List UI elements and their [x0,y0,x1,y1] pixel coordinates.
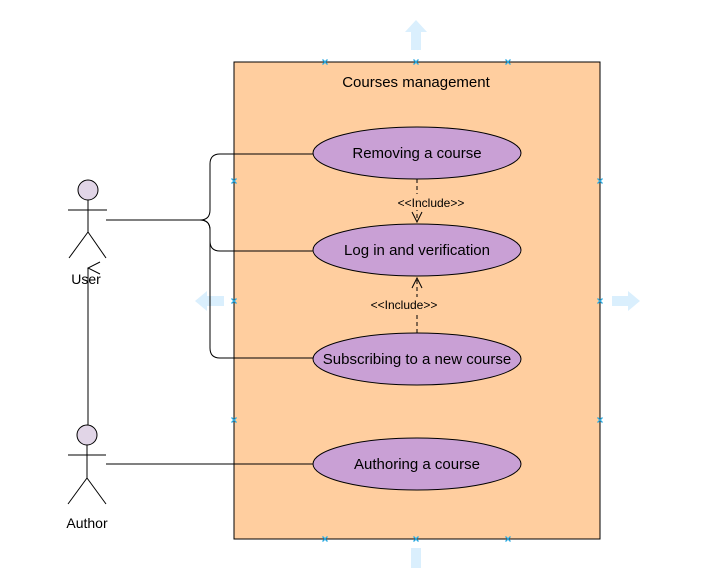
association-user-subscribing[interactable] [106,219,313,359]
x-marker-icon[interactable] [231,178,237,184]
resize-arrow-bottom[interactable] [411,548,421,568]
actor-user-leg-left [68,231,89,259]
actor-user-head [77,179,99,201]
include-label-top: <<Include>> [398,196,465,210]
use-case-removing-shape [312,126,522,180]
x-marker-icon[interactable] [413,59,419,65]
system-title: Courses management [342,74,490,91]
association-user-removing[interactable] [106,153,314,221]
use-case-subscribing-label: Subscribing to a new course [323,351,511,368]
use-case-login-shape [312,223,522,277]
use-case-removing-label: Removing a course [352,145,481,162]
x-marker-icon[interactable] [413,536,419,542]
include-label-bottom: <<Include>> [371,298,438,312]
arrow-icon [411,548,421,568]
use-case-subscribing[interactable]: Subscribing to a new course [312,332,522,386]
x-marker-icon[interactable] [597,417,603,423]
use-case-removing[interactable]: Removing a course [312,126,522,180]
use-case-authoring[interactable]: Authoring a course [312,437,522,491]
x-marker-icon[interactable] [505,536,511,542]
arrow-icon [405,20,427,50]
actor-author[interactable]: Author [66,424,108,531]
resize-arrow-right[interactable] [612,291,640,311]
include-label-bg-bottom [362,297,446,313]
actor-author-head [76,424,98,446]
actor-user-label: User [71,271,101,287]
x-marker-icon[interactable] [597,298,603,304]
x-marker-icon[interactable] [597,178,603,184]
actor-author-leg-right [86,477,107,505]
actor-user[interactable]: User [68,179,107,287]
include-label-bg-top [389,194,472,210]
x-marker-icon[interactable] [231,298,237,304]
use-case-login[interactable]: Log in and verification [312,223,522,277]
use-case-login-label: Log in and verification [344,242,490,259]
use-case-subscribing-shape [312,332,522,386]
use-case-authoring-shape [312,437,522,491]
x-marker-icon[interactable] [322,59,328,65]
x-marker-icon[interactable] [505,59,511,65]
connection-points [231,59,603,542]
use-case-authoring-label: Authoring a course [354,456,480,473]
actor-user-leg-right [87,231,107,259]
actor-author-label: Author [66,515,108,531]
x-marker-icon[interactable] [231,417,237,423]
resize-arrow-top[interactable] [405,20,427,50]
arrow-icon [612,291,640,311]
actor-author-leg-left [67,477,88,505]
x-marker-icon[interactable] [322,536,328,542]
